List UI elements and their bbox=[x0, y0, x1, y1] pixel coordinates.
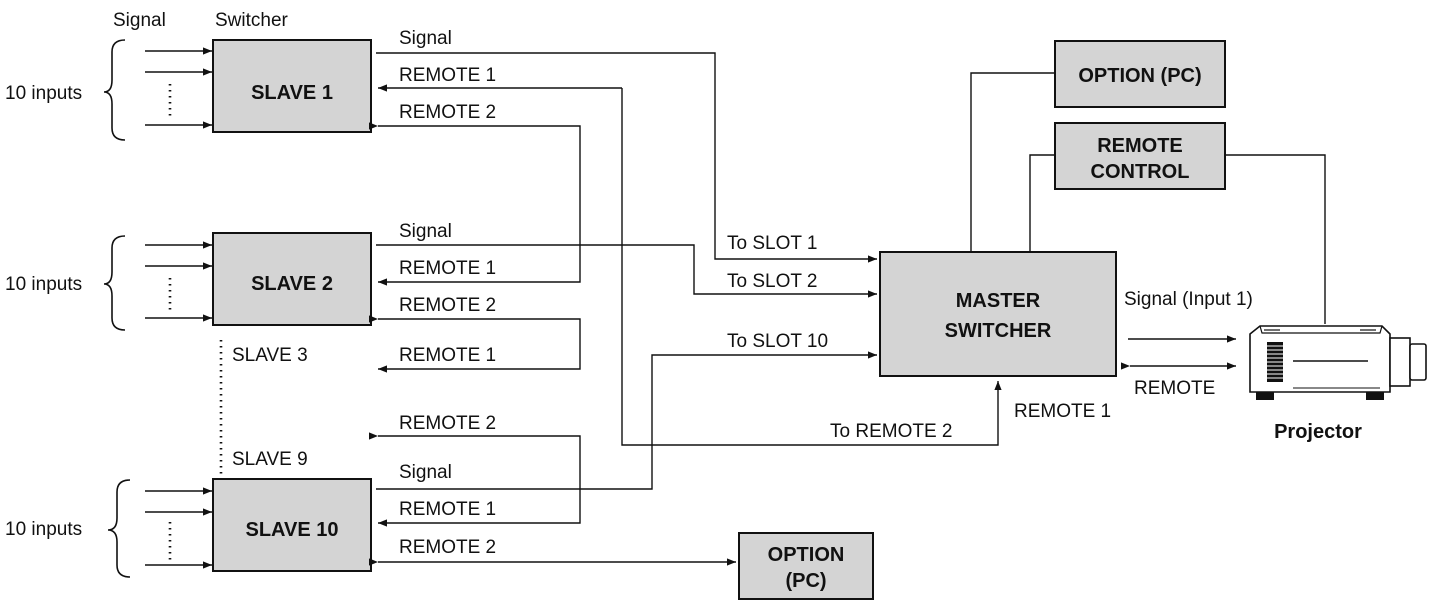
remote-control-label-line2: CONTROL bbox=[1091, 161, 1190, 183]
slave1-box bbox=[212, 39, 372, 133]
option-pc-top-label: OPTION (PC) bbox=[1078, 65, 1201, 87]
slave2-label: SLAVE 2 bbox=[251, 273, 333, 295]
s2-signal-label: Signal bbox=[399, 221, 452, 242]
s1-remote2-s2-remote1-line bbox=[369, 122, 581, 286]
input-brace-slave10 bbox=[107, 479, 131, 578]
input-brace-slave1 bbox=[103, 39, 126, 141]
s9-remote2-s10-remote1-line bbox=[369, 432, 581, 527]
header-signal: Signal bbox=[113, 10, 166, 31]
slave3-label: SLAVE 3 bbox=[232, 345, 308, 366]
s1-remote1-label: REMOTE 1 bbox=[399, 65, 496, 86]
s1-remote1-to-master-line bbox=[621, 88, 1002, 446]
option-pc-bottom-label-line2: (PC) bbox=[785, 570, 826, 592]
remote-control-label-line1: REMOTE bbox=[1097, 135, 1183, 157]
remote-control-box bbox=[1054, 122, 1226, 190]
s10-remote1-label: REMOTE 1 bbox=[399, 499, 496, 520]
s10-signal-line bbox=[376, 351, 877, 490]
s1-remote2-label: REMOTE 2 bbox=[399, 102, 496, 123]
to-remote2-label: To REMOTE 2 bbox=[830, 421, 952, 442]
slave1-label: SLAVE 1 bbox=[251, 82, 333, 104]
master-option-line bbox=[970, 72, 1055, 252]
remote-label: REMOTE bbox=[1134, 378, 1215, 399]
slave2-box bbox=[212, 232, 372, 326]
master-label-line1: MASTER bbox=[956, 290, 1041, 312]
to-slot10-label: To SLOT 10 bbox=[727, 331, 828, 352]
s3-remote1-label: REMOTE 1 bbox=[399, 345, 496, 366]
option-pc-bottom-label-line1: OPTION bbox=[768, 544, 845, 566]
remote-control-projector-line bbox=[1225, 154, 1326, 324]
s2-remote2-s3-remote1-line bbox=[369, 315, 581, 373]
master-remote1-label: REMOTE 1 bbox=[1014, 401, 1111, 422]
to-slot1-label: To SLOT 1 bbox=[727, 233, 817, 254]
inputs-label-slave10: 10 inputs bbox=[5, 519, 82, 540]
s10-signal-label: Signal bbox=[399, 462, 452, 483]
to-slot2-label: To SLOT 2 bbox=[727, 271, 817, 292]
s1-signal-label: Signal bbox=[399, 28, 452, 49]
option-pc-bottom-box bbox=[738, 532, 874, 600]
slave9-label: SLAVE 9 bbox=[232, 449, 308, 470]
master-switcher-box bbox=[879, 251, 1117, 377]
header-switcher: Switcher bbox=[215, 10, 289, 31]
s10-remote2-label: REMOTE 2 bbox=[399, 537, 496, 558]
s1-signal-line bbox=[376, 52, 877, 263]
inputs-label-slave2: 10 inputs bbox=[5, 274, 82, 295]
option-pc-top-box bbox=[1054, 40, 1226, 108]
s2-remote1-label: REMOTE 1 bbox=[399, 258, 496, 279]
s2-remote2-label: REMOTE 2 bbox=[399, 295, 496, 316]
master-remote-control-line bbox=[1029, 154, 1055, 252]
s10-remote2-in-label: REMOTE 2 bbox=[399, 413, 496, 434]
projector-label: Projector bbox=[1274, 421, 1362, 443]
master-label-line2: SWITCHER bbox=[945, 320, 1052, 342]
signal-input1-label: Signal (Input 1) bbox=[1124, 289, 1253, 310]
slave10-label: SLAVE 10 bbox=[246, 519, 339, 541]
s2-signal-line bbox=[376, 244, 877, 298]
projector-icon bbox=[1249, 325, 1427, 400]
inputs-label-slave1: 10 inputs bbox=[5, 83, 82, 104]
input-brace-slave2 bbox=[103, 235, 126, 331]
